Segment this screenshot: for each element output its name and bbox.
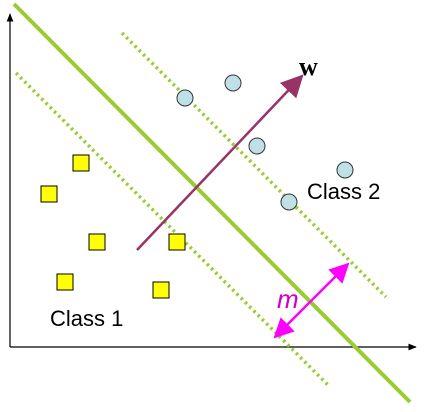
margin-arrow: [273, 262, 350, 339]
class1-point: [152, 281, 170, 299]
margin-boundary-lower: [14, 71, 332, 389]
class1-point: [56, 273, 74, 291]
class1-point: [168, 233, 186, 251]
weight-vector-arrow: [136, 74, 304, 251]
class2-point: [280, 193, 298, 211]
class2-point: [336, 161, 354, 179]
class2-point: [248, 137, 266, 155]
class1-label: Class 1: [50, 306, 123, 331]
class1-point: [72, 154, 90, 172]
margin-label: m: [277, 284, 299, 314]
weight-vector-label: w: [299, 52, 318, 81]
class1-point: [40, 185, 58, 203]
margin-boundary-upper: [120, 31, 388, 299]
class2-point: [224, 74, 242, 92]
class2-points: [176, 74, 354, 211]
class2-point: [176, 89, 194, 107]
class1-point: [88, 233, 106, 251]
class2-label: Class 2: [307, 179, 380, 204]
class1-points: [40, 154, 186, 299]
